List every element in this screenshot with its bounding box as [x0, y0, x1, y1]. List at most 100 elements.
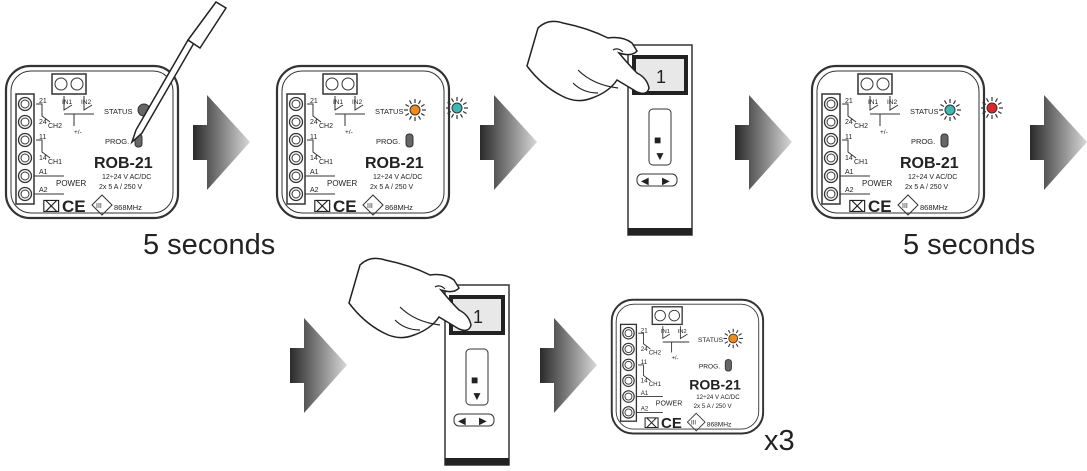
- device-label-status: STATUS: [910, 107, 938, 116]
- device-label-voltage: 12÷24 V AC/DC: [102, 174, 151, 181]
- device-label-model: ROB-21: [689, 377, 741, 393]
- device-label-voltage: 12÷24 V AC/DC: [373, 174, 422, 181]
- device-label-ce: CE: [661, 415, 682, 432]
- weee-bin-icon: ⌧: [42, 199, 60, 216]
- caption-5-seconds-1: 5 seconds: [143, 229, 275, 261]
- device-label-ch1: CH1: [48, 159, 62, 166]
- device-label-class: III: [902, 203, 908, 210]
- display-channel: 1: [656, 67, 666, 87]
- weee-bin-icon: ⌧: [848, 199, 866, 216]
- device-label-a2: A2: [845, 187, 854, 194]
- device-label-power: POWER: [327, 179, 357, 188]
- device-label-t14: 14: [845, 155, 853, 162]
- device-label-ch2: CH2: [854, 123, 868, 130]
- device-label-model: ROB-21: [94, 155, 153, 172]
- device-label-ch2: CH2: [649, 349, 662, 356]
- arrow-step-4: [1030, 95, 1087, 190]
- device-label-in2: IN2: [887, 99, 898, 106]
- device-label-pm: +/-: [880, 129, 888, 136]
- device-label-t11: 11: [39, 134, 46, 141]
- remote-button-column: [648, 108, 672, 166]
- device-label-ce: CE: [333, 197, 357, 216]
- status-led-icon: [939, 99, 961, 121]
- device-label-prog: PROG.: [105, 137, 129, 146]
- right-button[interactable]: ▶: [662, 176, 670, 187]
- indicator-led-icon: [446, 97, 468, 119]
- device-label-pm: +/-: [672, 356, 679, 362]
- stop-button[interactable]: ■: [471, 373, 478, 387]
- class-iii-icon: III: [91, 194, 113, 216]
- device-label-t14: 14: [310, 155, 318, 162]
- device-label-power: POWER: [862, 179, 892, 188]
- device-label-class: III: [96, 203, 102, 210]
- class-iii-icon: III: [897, 194, 919, 216]
- device-label-freq: 868MHz: [114, 203, 142, 212]
- device-label-rating: 2x 5 A / 250 V: [99, 184, 143, 191]
- device-label-in2: IN2: [678, 329, 687, 335]
- device-label-ch1: CH1: [854, 159, 868, 166]
- device-label-t11: 11: [310, 134, 317, 141]
- device-label-power: POWER: [56, 179, 86, 188]
- arrow-step-6: [540, 318, 597, 413]
- down-button[interactable]: ▼: [654, 149, 666, 163]
- device-label-rating: 2x 5 A / 250 V: [694, 403, 733, 410]
- device-label-t24: 24: [310, 119, 318, 126]
- device-label-ch1: CH1: [319, 159, 333, 166]
- device-label-ch2: CH2: [48, 123, 62, 130]
- device-label-ce: CE: [868, 197, 892, 216]
- device-label-a1: A1: [310, 169, 319, 176]
- arrow-step-5: [290, 318, 347, 413]
- device-label-status: STATUS: [104, 107, 132, 116]
- prog-button[interactable]: [405, 133, 414, 148]
- device-label-rating: 2x 5 A / 250 V: [905, 184, 949, 191]
- device-label-a2: A2: [39, 187, 48, 194]
- display-channel: 1: [473, 307, 483, 327]
- device-label-in1: IN1: [661, 329, 670, 335]
- left-button[interactable]: ◀: [458, 416, 466, 427]
- caption-5-seconds-2: 5 seconds: [903, 229, 1035, 261]
- device-label-in1: IN1: [62, 99, 73, 106]
- device-label-ce: CE: [62, 197, 86, 216]
- left-button[interactable]: ◀: [641, 176, 649, 187]
- device-label-t24: 24: [845, 119, 853, 126]
- pointing-hand-1: [526, 20, 650, 102]
- device-label-a2: A2: [641, 406, 649, 413]
- arrow-step-3: [735, 95, 792, 190]
- device-label-t21: 21: [310, 98, 318, 105]
- right-button[interactable]: ▶: [479, 416, 487, 427]
- prog-button[interactable]: [940, 133, 949, 148]
- device-label-t24: 24: [39, 119, 47, 126]
- down-button[interactable]: ▼: [471, 389, 483, 403]
- pointing-hand-2: [348, 257, 472, 339]
- device-label-rating: 2x 5 A / 250 V: [370, 184, 414, 191]
- device-label-class: III: [367, 203, 373, 210]
- device-label-in2: IN2: [81, 99, 92, 106]
- stop-button[interactable]: ■: [654, 133, 661, 147]
- remote-control-1: 1 ■ ▼ ◀ ▶: [627, 44, 693, 236]
- device-label-class: III: [691, 420, 696, 427]
- device-label-status: STATUS: [375, 107, 403, 116]
- device-label-a2: A2: [310, 187, 319, 194]
- device-label-t14: 14: [39, 155, 47, 162]
- remote-button-column: [465, 348, 489, 406]
- screwdriver-icon: [130, 1, 228, 145]
- device-label-in1: IN1: [868, 99, 879, 106]
- device-label-a1: A1: [39, 169, 48, 176]
- device-label-t21: 21: [845, 98, 853, 105]
- device-label-t14: 14: [641, 377, 648, 384]
- device-label-power: POWER: [656, 400, 683, 407]
- device-label-prog: PROG.: [376, 137, 400, 146]
- prog-button[interactable]: [724, 359, 732, 372]
- indicator-led-icon: [981, 97, 1003, 119]
- caption-repeat-x3: x3: [764, 425, 795, 457]
- device-label-t11: 11: [641, 359, 648, 366]
- device-label-pm: +/-: [74, 129, 82, 136]
- device-label-in1: IN1: [333, 99, 344, 106]
- device-label-a1: A1: [641, 390, 649, 397]
- arrow-step-1: [193, 95, 250, 190]
